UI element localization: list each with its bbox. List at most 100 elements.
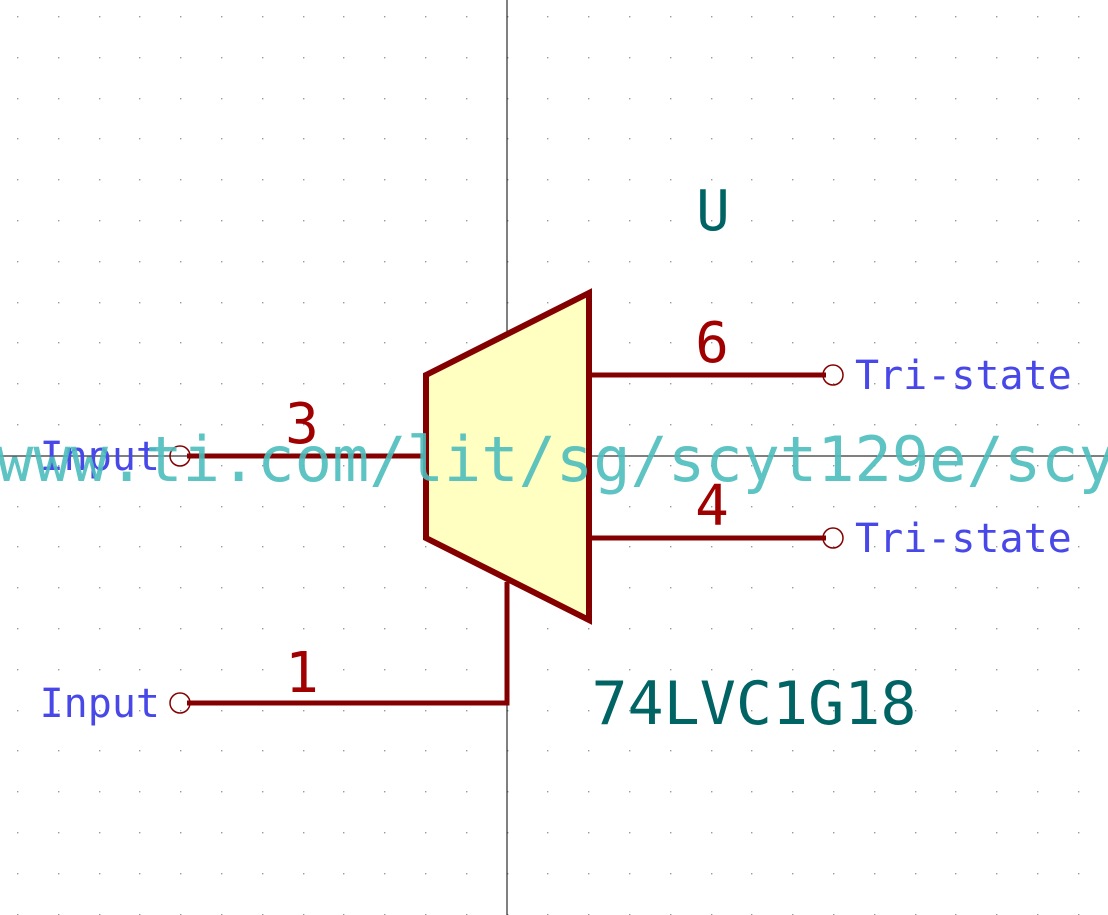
grid-dot bbox=[58, 179, 60, 181]
grid-dot bbox=[1078, 669, 1080, 671]
pin-6-connection-point[interactable] bbox=[822, 364, 844, 386]
grid-dot bbox=[792, 138, 794, 140]
grid-dot bbox=[17, 791, 19, 793]
component-body[interactable] bbox=[423, 288, 592, 625]
grid-dot bbox=[955, 587, 957, 589]
grid-dot bbox=[466, 791, 468, 793]
grid-dot bbox=[139, 57, 141, 59]
grid-dot bbox=[547, 179, 549, 181]
grid-dot bbox=[711, 669, 713, 671]
grid-dot bbox=[915, 302, 917, 304]
grid-dot bbox=[139, 342, 141, 344]
grid-dot bbox=[221, 506, 223, 508]
grid-dot bbox=[996, 710, 998, 712]
grid-dot bbox=[1078, 832, 1080, 834]
grid-dot bbox=[955, 179, 957, 181]
grid-dot bbox=[547, 832, 549, 834]
grid-dot bbox=[99, 628, 101, 630]
grid-dot bbox=[221, 342, 223, 344]
grid-dot bbox=[547, 261, 549, 263]
grid-dot bbox=[466, 832, 468, 834]
grid-dot bbox=[139, 465, 141, 467]
grid-dot bbox=[221, 383, 223, 385]
grid-dot bbox=[833, 587, 835, 589]
grid-dot bbox=[262, 424, 264, 426]
grid-dot bbox=[629, 16, 631, 18]
grid-dot bbox=[588, 628, 590, 630]
grid-dot bbox=[833, 57, 835, 59]
grid-dot bbox=[996, 546, 998, 548]
grid-dot bbox=[466, 220, 468, 222]
grid-dot bbox=[262, 465, 264, 467]
grid-dot bbox=[17, 628, 19, 630]
grid-dot bbox=[221, 98, 223, 100]
grid-dot bbox=[833, 220, 835, 222]
grid-dots bbox=[17, 16, 1080, 915]
pin-1-connection-point[interactable] bbox=[169, 692, 191, 714]
grid-dot bbox=[955, 465, 957, 467]
grid-dot bbox=[629, 465, 631, 467]
grid-dot bbox=[670, 98, 672, 100]
grid-dot bbox=[547, 710, 549, 712]
grid-dot bbox=[343, 342, 345, 344]
grid-dot bbox=[99, 261, 101, 263]
grid-dot bbox=[1037, 424, 1039, 426]
grid-dot bbox=[792, 465, 794, 467]
grid-dot bbox=[955, 261, 957, 263]
grid-dot bbox=[833, 465, 835, 467]
grid-dot bbox=[99, 98, 101, 100]
grid-dot bbox=[262, 546, 264, 548]
grid-dot bbox=[507, 57, 509, 59]
grid-dot bbox=[58, 710, 60, 712]
grid-dot bbox=[343, 302, 345, 304]
datasheet-field[interactable]: www.ti.com/lit/sg/scyt129e/scyt129 bbox=[0, 423, 1108, 496]
grid-dot bbox=[670, 465, 672, 467]
grid-dot bbox=[996, 832, 998, 834]
grid-dot bbox=[58, 546, 60, 548]
grid-dot bbox=[996, 750, 998, 752]
grid-dot bbox=[996, 179, 998, 181]
grid-dot bbox=[425, 628, 427, 630]
pin-4-connection-point[interactable] bbox=[822, 527, 844, 549]
grid-dot bbox=[629, 57, 631, 59]
grid-dot bbox=[792, 98, 794, 100]
grid-dot bbox=[58, 506, 60, 508]
grid-dot bbox=[1037, 873, 1039, 875]
grid-dot bbox=[711, 750, 713, 752]
grid-dot bbox=[1037, 587, 1039, 589]
grid-dot bbox=[711, 302, 713, 304]
grid-dot bbox=[466, 261, 468, 263]
grid-dot bbox=[833, 383, 835, 385]
grid-dot bbox=[955, 791, 957, 793]
grid-dot bbox=[547, 220, 549, 222]
grid-dot bbox=[1037, 261, 1039, 263]
grid-dot bbox=[139, 710, 141, 712]
grid-dot bbox=[955, 750, 957, 752]
grid-dot bbox=[996, 465, 998, 467]
grid-dot bbox=[996, 138, 998, 140]
reference-field[interactable]: U bbox=[696, 179, 730, 244]
grid-dot bbox=[303, 669, 305, 671]
grid-dot bbox=[1078, 791, 1080, 793]
grid-dot bbox=[1037, 57, 1039, 59]
grid-dot bbox=[17, 138, 19, 140]
grid-dot bbox=[262, 710, 264, 712]
grid-dot bbox=[874, 546, 876, 548]
grid-dot bbox=[262, 261, 264, 263]
grid-dot bbox=[792, 750, 794, 752]
grid-dot bbox=[221, 587, 223, 589]
grid-dot bbox=[711, 57, 713, 59]
grid-dot bbox=[629, 791, 631, 793]
value-field[interactable]: 74LVC1G18 bbox=[591, 669, 916, 739]
grid-dot bbox=[792, 546, 794, 548]
grid-dot bbox=[425, 16, 427, 18]
grid-dot bbox=[303, 506, 305, 508]
grid-dot bbox=[751, 750, 753, 752]
pin-3-connection-point[interactable] bbox=[169, 445, 191, 467]
grid-dot bbox=[507, 750, 509, 752]
grid-dot bbox=[221, 832, 223, 834]
grid-dot bbox=[180, 57, 182, 59]
grid-dot bbox=[343, 710, 345, 712]
grid-dot bbox=[996, 261, 998, 263]
grid-dot bbox=[99, 383, 101, 385]
